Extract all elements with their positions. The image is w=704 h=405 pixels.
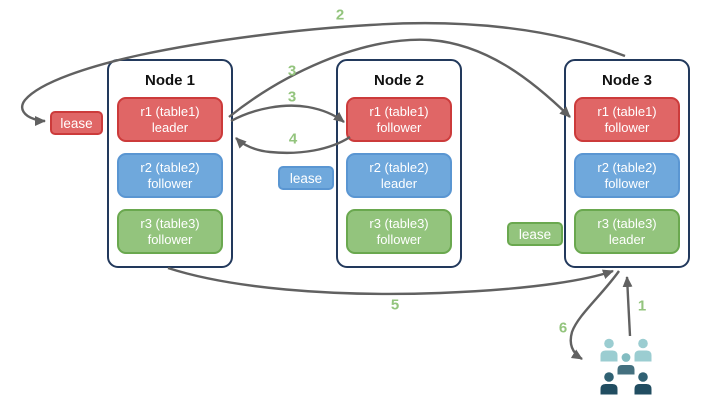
replica-range: r2 (table2) [597, 159, 657, 175]
step-label-3a: 3 [287, 62, 297, 80]
node-1-box: Node 1 r1 (table1) leader r2 (table2) fo… [107, 59, 233, 268]
node-2-box: Node 2 r1 (table1) follower r2 (table2) … [336, 59, 462, 268]
node3-replica-r1: r1 (table1) follower [574, 97, 680, 142]
replica-range: r3 (table3) [597, 215, 657, 231]
replica-role: follower [604, 119, 650, 135]
node-3-title: Node 3 [601, 72, 652, 89]
node2-replica-r3: r3 (table3) follower [346, 209, 452, 254]
node3-replica-r3: r3 (table3) leader [574, 209, 680, 254]
replica-range: r2 (table2) [369, 159, 429, 175]
replica-range: r1 (table1) [140, 103, 200, 119]
node2-replica-r1: r1 (table1) follower [346, 97, 452, 142]
node2-replica-r2: r2 (table2) leader [346, 153, 452, 198]
node-3-box: Node 3 r1 (table1) follower r2 (table2) … [564, 59, 690, 268]
node3-replica-r2: r2 (table2) follower [574, 153, 680, 198]
replica-role: follower [376, 119, 422, 135]
replica-role: follower [604, 175, 650, 191]
step-label-6: 6 [558, 319, 568, 337]
lease-badge-r1: lease [50, 111, 103, 135]
replica-role: leader [608, 231, 646, 247]
node-2-title: Node 2 [373, 72, 424, 89]
replica-role: leader [380, 175, 418, 191]
replica-range: r1 (table1) [369, 103, 429, 119]
arrow-step-1 [622, 276, 633, 337]
node1-replica-r1: r1 (table1) leader [117, 97, 223, 142]
lease-badge-r3: lease [507, 222, 563, 246]
replica-range: r2 (table2) [140, 159, 200, 175]
replica-range: r3 (table3) [369, 215, 429, 231]
node1-replica-r3: r3 (table3) follower [117, 209, 223, 254]
step-label-2: 2 [335, 6, 345, 24]
step-label-5: 5 [390, 296, 400, 314]
replica-role: follower [376, 231, 422, 247]
replica-role: leader [151, 119, 189, 135]
users-group-icon [600, 338, 652, 395]
step-label-1: 1 [637, 297, 647, 315]
replica-role: follower [147, 231, 193, 247]
arrow-step-5 [167, 266, 614, 296]
replica-role: follower [147, 175, 193, 191]
node-1-title: Node 1 [144, 72, 195, 89]
step-label-3b: 3 [287, 88, 297, 106]
step-label-4: 4 [288, 130, 298, 148]
arrow-step-6 [569, 270, 620, 361]
replica-range: r1 (table1) [597, 103, 657, 119]
lease-badge-r2: lease [278, 166, 334, 190]
replica-range: r3 (table3) [140, 215, 200, 231]
arrow-step-3-to-node2 [230, 104, 345, 123]
node1-replica-r2: r2 (table2) follower [117, 153, 223, 198]
